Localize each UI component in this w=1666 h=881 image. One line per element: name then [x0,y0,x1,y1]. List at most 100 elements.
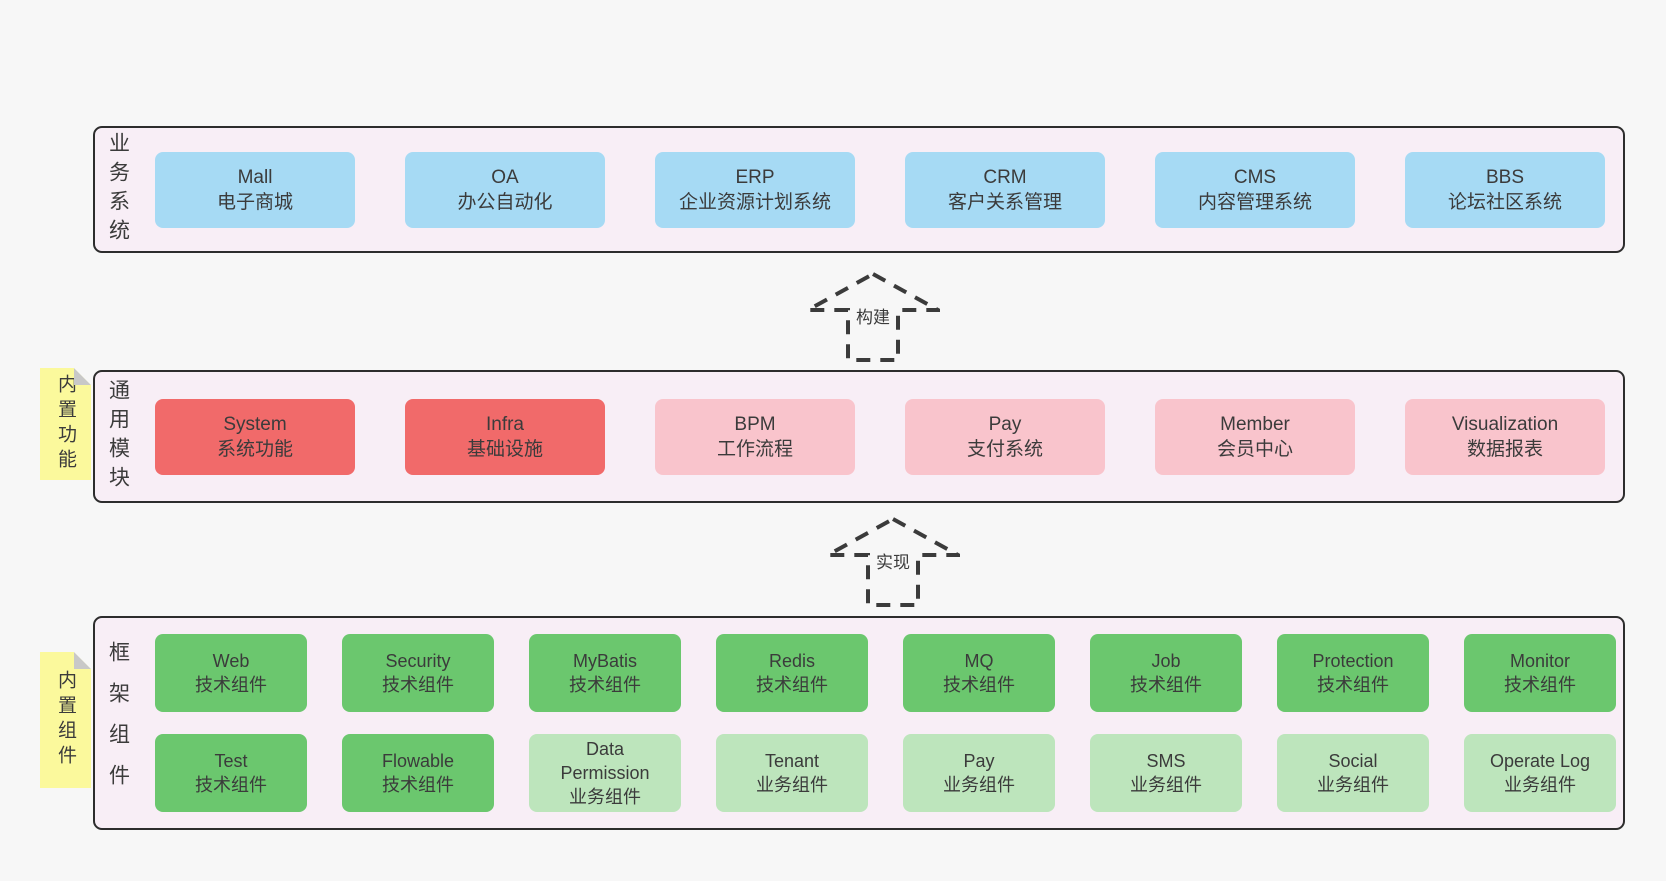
box-title: ERP [735,166,775,188]
box-title: CRM [983,166,1027,188]
box-subtitle: 内容管理系统 [1197,191,1312,213]
box-subtitle: 业务组件 [569,787,641,807]
box-subtitle: 工作流程 [716,438,793,460]
dashed-up-arrow-icon [826,517,960,607]
box-subtitle: 技术组件 [382,675,454,695]
box-subtitle: 数据报表 [1466,438,1543,460]
framework-boxes-row-1: Web 技术组件 Security 技术组件 MyBatis 技术组件 Redi… [155,634,1623,712]
box-mybatis: MyBatis 技术组件 [529,634,681,712]
box-subtitle: 技术组件 [756,675,828,695]
box-bpm: BPM 工作流程 [655,398,855,475]
band-label-common-modules: 通用模块 [95,372,141,501]
box-title: Job [1151,651,1181,671]
sticky-note-builtin-features: 内置功能 [40,368,91,480]
band-label-business-systems: 业务系统 [95,128,141,251]
box-web: Web 技术组件 [155,634,307,712]
box-subtitle: 企业资源计划系统 [678,191,831,213]
band-label-text: 框架组件 [106,641,130,805]
box-flowable: Flowable 技术组件 [342,734,494,812]
box-test: Test 技术组件 [155,734,307,812]
box-security: Security 技术组件 [342,634,494,712]
box-title: Redis [768,651,816,671]
box-subtitle: 办公自动化 [457,191,553,213]
box-pay: Pay 支付系统 [905,398,1105,475]
box-oa: OA 办公自动化 [405,151,605,228]
box-title: Pay [988,413,1022,435]
box-social: Social 业务组件 [1277,734,1429,812]
box-subtitle: 业务组件 [943,775,1015,795]
box-subtitle: 技术组件 [1317,675,1389,695]
box-title: Pay [963,751,995,771]
framework-boxes-row-2: Test 技术组件 Flowable 技术组件 Data Permission … [155,734,1623,812]
box-title: Mall [237,166,273,188]
box-subtitle: 基础设施 [466,438,543,460]
box-visualization: Visualization 数据报表 [1405,398,1605,475]
box-subtitle: 系统功能 [216,438,293,460]
box-title: BBS [1485,166,1525,188]
business-boxes-row: Mall 电子商城 OA 办公自动化 ERP 企业资源计划系统 CRM 客户关系… [155,128,1623,251]
sticky-note-text: 内置功能 [55,374,76,474]
box-title: Tenant [764,751,820,771]
box-subtitle: 技术组件 [382,775,454,795]
box-subtitle: 业务组件 [1504,775,1576,795]
box-infra: Infra 基础设施 [405,398,605,475]
box-system: System 系统功能 [155,398,355,475]
box-protection: Protection 技术组件 [1277,634,1429,712]
box-cms: CMS 内容管理系统 [1155,151,1355,228]
sticky-note-text: 内置组件 [55,670,76,770]
band-framework-components: 框架组件 Web 技术组件 Security 技术组件 MyBatis 技术组件… [93,616,1625,830]
box-subtitle: 技术组件 [1504,675,1576,695]
box-erp: ERP 企业资源计划系统 [655,151,855,228]
box-bbs: BBS 论坛社区系统 [1405,151,1605,228]
box-title: Monitor [1509,651,1571,671]
box-title: SMS [1146,751,1186,771]
box-subtitle: 技术组件 [943,675,1015,695]
folded-corner-icon [74,368,91,385]
box-title: BPM [734,413,776,435]
box-subtitle: 业务组件 [756,775,828,795]
box-subtitle: 会员中心 [1216,438,1293,460]
box-subtitle: 业务组件 [1130,775,1202,795]
box-title: Data Permission [560,739,650,783]
box-subtitle: 技术组件 [569,675,641,695]
build-arrow-label: 构建 [854,303,892,328]
box-subtitle: 技术组件 [195,775,267,795]
common-boxes-row: System 系统功能 Infra 基础设施 BPM 工作流程 Pay 支付系统… [155,372,1623,501]
box-subtitle: 论坛社区系统 [1447,191,1562,213]
implement-arrow: 实现 [826,517,960,607]
band-label-text: 业务系统 [106,131,130,248]
box-subtitle: 客户关系管理 [947,191,1062,213]
band-business-systems: 业务系统 Mall 电子商城 OA 办公自动化 ERP 企业资源计划系统 CRM… [93,126,1625,253]
folded-corner-icon [74,652,91,669]
box-pay-business: Pay 业务组件 [903,734,1055,812]
box-title: Infra [485,413,525,435]
box-crm: CRM 客户关系管理 [905,151,1105,228]
band-label-text: 通用模块 [106,378,130,495]
dashed-up-arrow-icon [806,272,940,362]
build-arrow: 构建 [806,272,940,362]
box-subtitle: 支付系统 [966,438,1043,460]
box-title: CMS [1233,166,1277,188]
box-title: Social [1328,751,1378,771]
box-subtitle: 业务组件 [1317,775,1389,795]
box-title: System [223,413,287,435]
sticky-note-builtin-components: 内置组件 [40,652,91,788]
box-tenant: Tenant 业务组件 [716,734,868,812]
box-job: Job 技术组件 [1090,634,1242,712]
box-title: MyBatis [572,651,637,671]
box-subtitle: 技术组件 [195,675,267,695]
box-mq: MQ 技术组件 [903,634,1055,712]
box-title: Protection [1312,651,1394,671]
box-subtitle: 电子商城 [216,191,293,213]
box-subtitle: 技术组件 [1130,675,1202,695]
box-title: Member [1220,413,1290,435]
box-title: Security [385,651,451,671]
implement-arrow-label: 实现 [874,548,912,573]
box-member: Member 会员中心 [1155,398,1355,475]
box-title: Flowable [381,751,455,771]
box-sms: SMS 业务组件 [1090,734,1242,812]
box-title: OA [491,166,519,188]
box-title: Visualization [1451,413,1559,435]
box-operate-log: Operate Log 业务组件 [1464,734,1616,812]
